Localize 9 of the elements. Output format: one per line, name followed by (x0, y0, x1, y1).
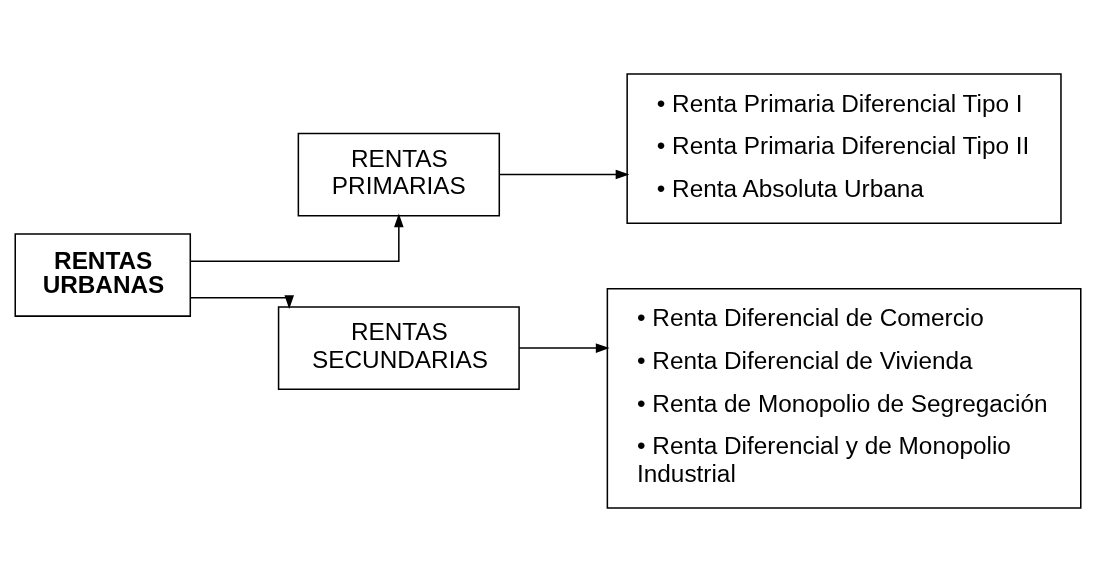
arrow (498, 169, 630, 180)
node-box: • Renta Primaria Diferencial Tipo I • Renta Primaria Diferencial Tipo II • Renta Absoluta Urbana (626, 73, 1062, 224)
node-box: RENTAS SECUNDARIAS (277, 306, 520, 390)
arrow (189, 213, 404, 263)
arrow (189, 295, 295, 309)
node-box: • Renta Diferencial de Comercio • Renta Diferencial de Vivienda • Renta de Monopolio de Segregación • Renta Diferencial y de Monopolio Industrial (606, 287, 1082, 509)
node-box: RENTAS URBANAS (14, 233, 192, 317)
arrow (518, 343, 610, 353)
node-box: RENTAS PRIMARIAS (297, 132, 501, 217)
